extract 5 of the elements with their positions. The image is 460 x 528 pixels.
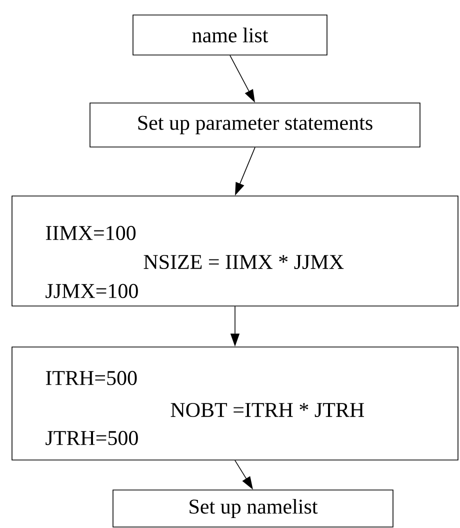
- process-box: name list: [132, 14, 328, 56]
- process-box: Set up parameter statements: [90, 102, 420, 148]
- process-box: Set up namelist: [112, 490, 394, 528]
- process-box: ITRH=500 NOBT =ITRH * JTRH JTRH=500: [12, 346, 458, 460]
- process-box: IIMX=100 NSIZE = IIMX * JJMX JJMX=100: [12, 196, 458, 306]
